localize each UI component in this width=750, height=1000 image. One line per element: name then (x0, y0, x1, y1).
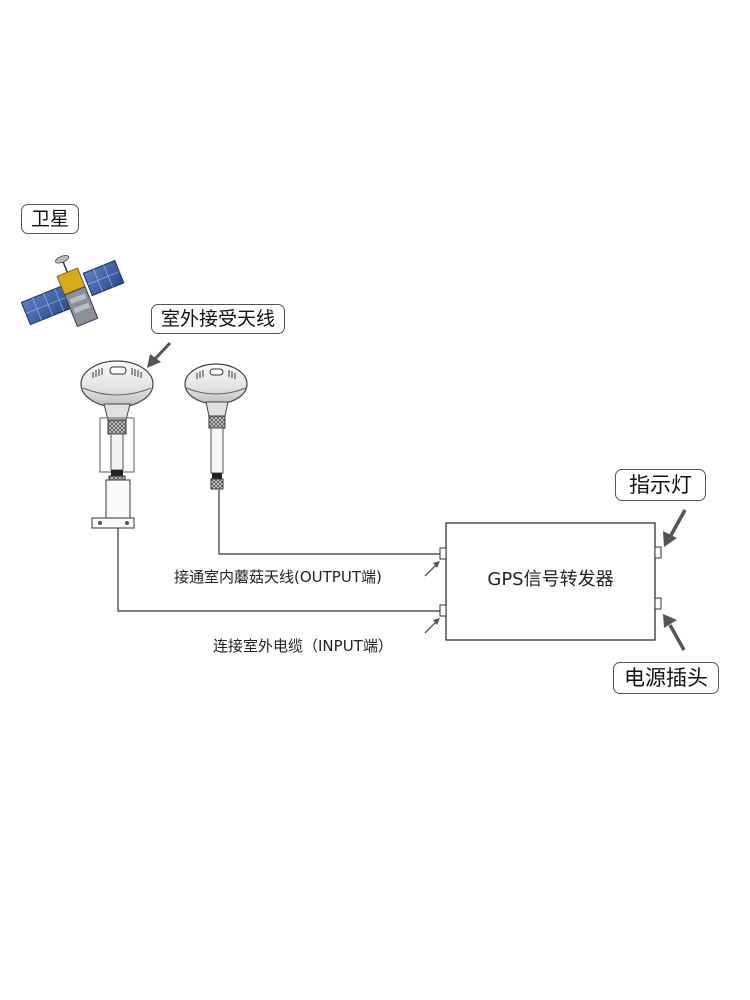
device-name-label: GPS信号转发器 (487, 569, 614, 590)
arrow-icons (147, 341, 687, 651)
input-port-label: 连接室外电缆（INPUT端） (213, 637, 393, 655)
output-port-label: 接通室内蘑菇天线(OUTPUT端) (174, 568, 382, 586)
satellite-icon (20, 255, 125, 328)
indoor-mushroom-antenna-icon (184, 363, 248, 490)
output-port (439, 547, 447, 560)
outdoor-antenna-label: 室外接受天线 (151, 304, 286, 334)
indicator-light (654, 546, 662, 559)
power-plug-label: 电源插头 (613, 662, 719, 694)
cable-lines (117, 490, 440, 612)
power-socket (654, 597, 662, 610)
output-cable (218, 490, 440, 555)
input-port (439, 604, 447, 617)
indicator-light-label: 指示灯 (615, 469, 706, 501)
outdoor-antenna-icon (80, 360, 154, 529)
satellite-label: 卫星 (21, 204, 80, 234)
input-cable (117, 528, 440, 612)
gps-repeater-box (445, 522, 656, 641)
